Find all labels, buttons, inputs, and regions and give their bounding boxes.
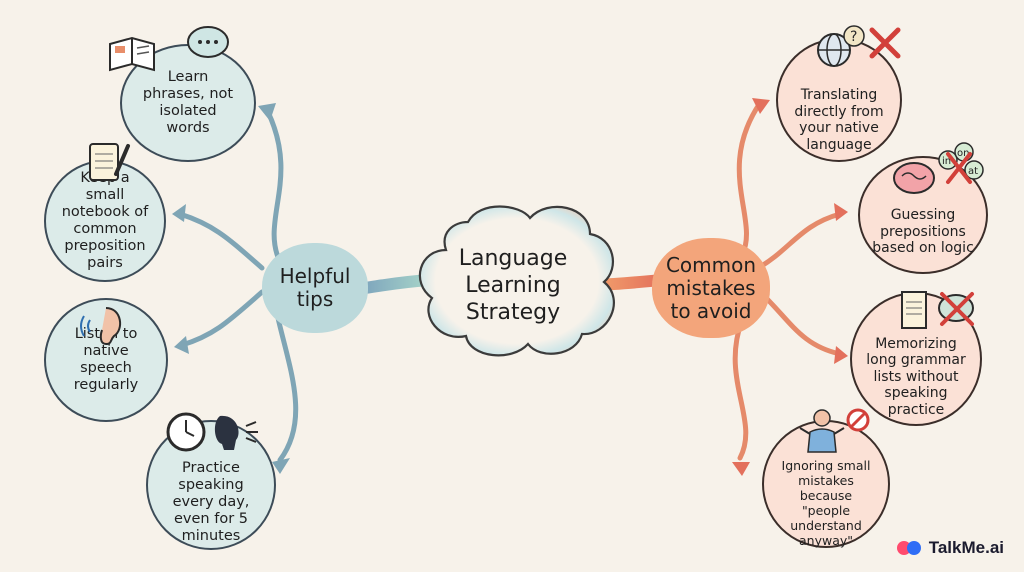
brand-mark-icon <box>896 540 923 556</box>
book-and-speech-bubble-icon <box>109 26 229 72</box>
tip-text-4: Practice speaking every day, even for 5 … <box>172 459 250 544</box>
mistakes-branches <box>732 100 843 461</box>
badge-in: in <box>942 156 951 167</box>
center-title: Language Learning Strategy <box>458 246 568 325</box>
badge-at: at <box>968 166 978 177</box>
mistake-text-1: Translating directly from your native la… <box>794 87 884 153</box>
mistake-text-3: Memorizing long grammar lists without sp… <box>866 335 966 418</box>
tip-text-1: Learn phrases, not isolated words <box>142 69 234 136</box>
globe-question-cross-icon: ? <box>817 25 901 67</box>
ear-icon <box>80 307 122 346</box>
tip-text-3: Listen to native speech regularly <box>73 326 139 393</box>
brand-logo: TalkMe.ai <box>896 538 1004 558</box>
shrug-person-no-icon <box>799 408 870 453</box>
svg-text:?: ? <box>850 29 857 45</box>
tips-hub-label: Helpful tips <box>279 264 351 311</box>
tips-arrowheads <box>172 103 290 474</box>
mistakes-arrowheads <box>732 98 848 476</box>
notebook-pencil-icon <box>89 143 130 181</box>
scroll-speech-cross-icon <box>901 291 974 329</box>
tips-branches <box>177 109 299 463</box>
mistake-text-2: Guessing prepositions based on logic <box>872 207 974 257</box>
clock-speaking-head-icon <box>166 412 258 452</box>
brand-name: TalkMe.ai <box>928 538 1004 557</box>
center-cloud <box>418 205 615 357</box>
brain-prepositions-icon: in on at <box>893 142 984 194</box>
mistakes-hub: Common mistakes to avoid <box>652 238 770 338</box>
mistakes-hub-label: Common mistakes to avoid <box>665 252 757 323</box>
tips-hub: Helpful tips <box>262 243 368 333</box>
badge-on: on <box>957 148 969 159</box>
mistake-text-4: Ignoring small mistakes because "people … <box>781 458 871 548</box>
